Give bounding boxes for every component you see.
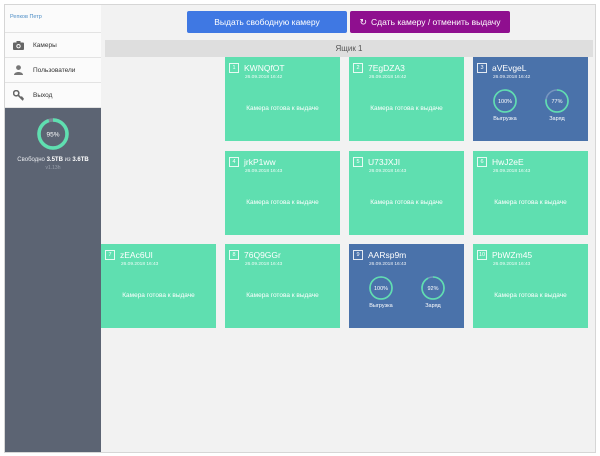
return-camera-button[interactable]: ↻ Сдать камеру / отменить выдачу — [350, 11, 510, 33]
sidebar-item-users[interactable]: Пользователи — [5, 58, 101, 83]
camera-date: 26.09.2018 16:42 — [369, 75, 407, 80]
camera-name: PbWZm45 — [492, 250, 533, 260]
storage-total: 3.6TB — [72, 157, 89, 163]
charge-gauge: 77% Заряд — [535, 88, 579, 122]
camera-number: 2 — [353, 63, 363, 73]
storage-percent: 95% — [46, 132, 59, 139]
camera-date: 26.09.2018 16:43 — [245, 262, 283, 267]
camera-status: Камера готова к выдаче — [122, 292, 195, 299]
camera-icon — [12, 39, 24, 51]
camera-status: Камера готова к выдаче — [370, 105, 443, 112]
camera-status: Камера готова к выдаче — [370, 199, 443, 206]
app-window: Репков Петр Камеры Пользователи Выход — [4, 4, 596, 453]
camera-card[interactable]: 9 AARsp9m 26.09.2018 16:43 100% Выгрузка 92% З… — [349, 244, 464, 328]
box-title: Ящик 1 — [335, 44, 363, 53]
camera-status: Камера готова к выдаче — [494, 199, 567, 206]
camera-date: 26.09.2018 16:43 — [493, 169, 531, 174]
camera-name: U73JXJI — [368, 157, 401, 167]
sidebar-item-cameras[interactable]: Камеры — [5, 33, 101, 58]
charge-value: 92% — [427, 286, 438, 292]
camera-date: 26.09.2018 16:43 — [121, 262, 159, 267]
camera-number: 6 — [477, 157, 487, 167]
camera-date: 26.09.2018 16:43 — [493, 262, 531, 267]
charge-value: 77% — [551, 99, 562, 105]
camera-name: AARsp9m — [368, 250, 407, 260]
storage-summary: Свободно 3.5TB из 3.6TB — [17, 157, 89, 163]
camera-status: Камера готова к выдаче — [246, 199, 319, 206]
camera-number: 4 — [229, 157, 239, 167]
camera-number: 7 — [105, 250, 115, 260]
user-name[interactable]: Репков Петр — [5, 5, 101, 33]
camera-number: 10 — [477, 250, 487, 260]
charge-gauge: 92% Заряд — [411, 275, 455, 309]
upload-gauge: 100% Выгрузка — [483, 88, 527, 122]
camera-name: 7EgDZA3 — [368, 63, 405, 73]
sidebar-item-logout[interactable]: Выход — [5, 83, 101, 108]
upload-value: 100% — [498, 99, 512, 105]
camera-name: aVEvgeL — [492, 63, 527, 73]
upload-value: 100% — [374, 286, 388, 292]
issue-free-camera-button[interactable]: Выдать свободную камеру — [187, 11, 347, 33]
camera-name: 76Q9GGr — [244, 250, 281, 260]
main-content: Выдать свободную камеру ↻ Сдать камеру /… — [101, 5, 595, 452]
camera-status: Камера готова к выдаче — [246, 292, 319, 299]
camera-number: 3 — [477, 63, 487, 73]
sidebar-item-label: Выход — [33, 91, 53, 99]
upload-label: Выгрузка — [369, 303, 393, 309]
undo-icon: ↻ — [359, 16, 368, 27]
camera-name: zEAc6Ul — [120, 250, 153, 260]
camera-date: 26.09.2018 16:43 — [369, 169, 407, 174]
sidebar-menu: Репков Петр Камеры Пользователи Выход — [5, 5, 101, 108]
camera-number: 8 — [229, 250, 239, 260]
key-icon — [12, 89, 24, 101]
camera-date: 26.09.2018 16:43 — [369, 262, 407, 267]
camera-name: jrkP1ww — [244, 157, 276, 167]
charge-label: Заряд — [549, 116, 565, 122]
storage-panel: 95% Свободно 3.5TB из 3.6TB v1.13h — [5, 108, 101, 171]
camera-name: KWNQfOT — [244, 63, 285, 73]
camera-status: Камера готова к выдаче — [246, 105, 319, 112]
upload-gauge: 100% Выгрузка — [359, 275, 403, 309]
app-version: v1.13h — [45, 165, 61, 171]
camera-number: 9 — [353, 250, 363, 260]
user-icon — [12, 64, 24, 76]
charge-label: Заряд — [425, 303, 441, 309]
box-header: Ящик 1 — [105, 40, 593, 57]
sidebar-item-label: Камеры — [33, 41, 57, 49]
camera-number: 5 — [353, 157, 363, 167]
camera-number: 1 — [229, 63, 239, 73]
return-camera-label: Сдать камеру / отменить выдачу — [371, 17, 501, 27]
camera-name: HwJ2eE — [492, 157, 524, 167]
sidebar: Репков Петр Камеры Пользователи Выход — [5, 5, 101, 452]
camera-date: 26.09.2018 16:42 — [245, 75, 283, 80]
storage-free: 3.5TB — [46, 157, 63, 163]
camera-card[interactable]: 3 aVEvgeL 26.09.2018 16:42 100% Выгрузка 77% З… — [473, 57, 588, 141]
upload-label: Выгрузка — [493, 116, 517, 122]
sidebar-item-label: Пользователи — [33, 66, 76, 74]
camera-date: 26.09.2018 16:43 — [245, 169, 283, 174]
storage-donut: 95% — [37, 118, 69, 150]
camera-status: Камера готова к выдаче — [494, 292, 567, 299]
camera-date: 26.09.2018 16:42 — [493, 75, 531, 80]
